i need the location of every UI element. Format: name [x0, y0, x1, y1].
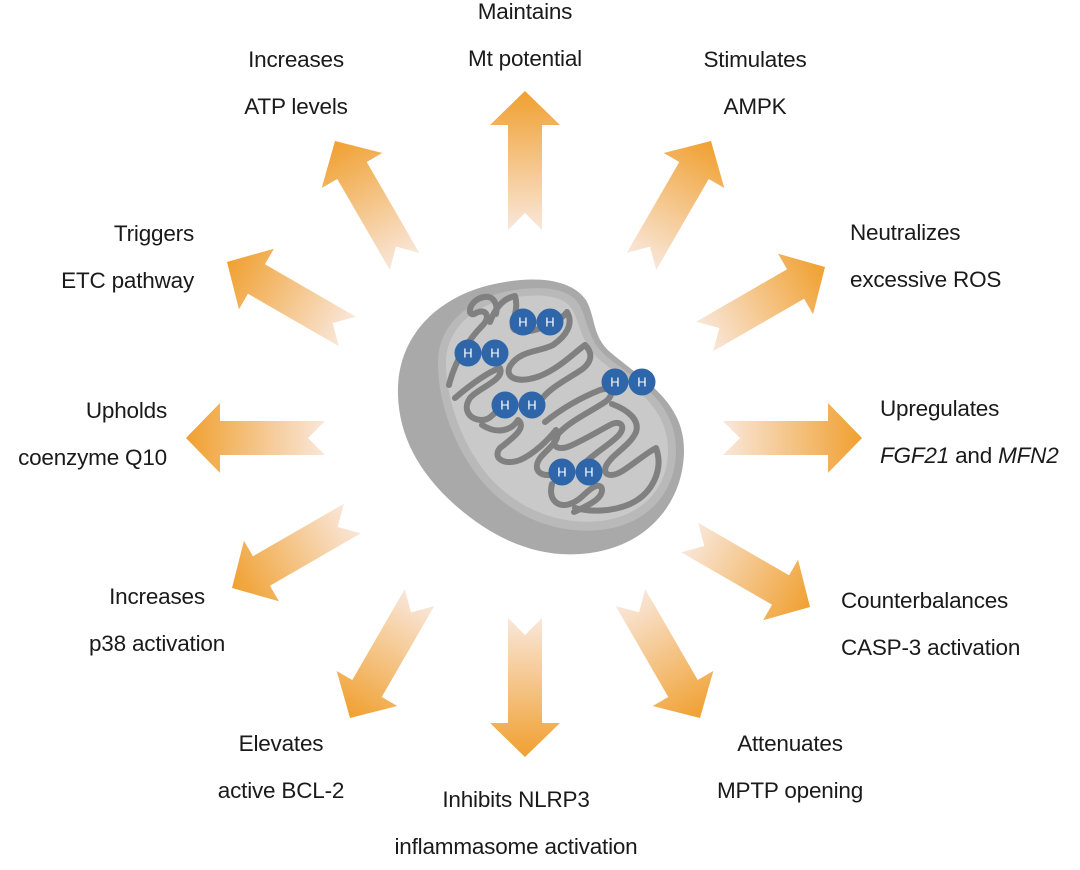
crista: [479, 417, 561, 478]
effect-label-ros: Neutralizes excessive ROS: [850, 209, 1001, 303]
effect-verb: Maintains: [477, 0, 573, 24]
hydrogen-atom: [628, 368, 656, 396]
hydrogen-atom-label: H: [490, 346, 499, 361]
hydrogen-atom-label: H: [584, 465, 593, 480]
effect-verb: Elevates: [238, 731, 324, 756]
hydrogen-atom-label: H: [463, 346, 472, 361]
gene-name-mfn2: MFN2: [998, 443, 1059, 468]
effect-target: coenzyme Q10: [18, 445, 167, 470]
effect-target: Mt potential: [468, 46, 582, 71]
arrow-shape: [681, 522, 810, 621]
arrow-shape: [626, 141, 725, 270]
effect-label-etc: Triggers ETC pathway: [61, 210, 194, 304]
effect-target: AMPK: [723, 94, 787, 119]
effect-label-atp: Increases ATP levels: [244, 36, 348, 130]
arrow-shape: [227, 248, 356, 347]
hydrogen-atom: [548, 458, 576, 486]
effect-verb: Counterbalances: [841, 588, 1009, 613]
hydrogen-atom: [491, 391, 519, 419]
arrow-casp3: [681, 522, 810, 621]
effect-label-ampk: Stimulates AMPK: [703, 36, 806, 130]
arrow-fgf21-mfn2: [723, 403, 862, 473]
arrow-nlrp3: [490, 618, 560, 757]
crista: [542, 386, 626, 469]
hydrogen-atom: [601, 368, 629, 396]
hydrogen-atom-label: H: [518, 315, 527, 330]
arrow-mt-potential: [490, 91, 560, 230]
hydrogen-atom-label: H: [637, 375, 646, 390]
arrow-shape: [490, 91, 560, 230]
arrow-p38: [232, 503, 361, 602]
arrow-etc: [227, 248, 356, 347]
hydrogen-atom-label: H: [500, 398, 509, 413]
crista: [572, 401, 662, 514]
effect-verb: Increases: [248, 47, 344, 72]
arrow-shape: [490, 618, 560, 757]
effect-label-coq10: Upholds coenzyme Q10: [18, 387, 167, 481]
arrow-mptp: [615, 589, 714, 718]
arrow-shape: [321, 141, 420, 270]
effect-target: FGF21 and MFN2: [880, 432, 1059, 479]
effect-label-fgf21-mfn2: Upregulates FGF21 and MFN2: [880, 385, 1059, 479]
effect-verb: Neutralizes: [850, 220, 961, 245]
effect-label-mptp: Attenuates MPTP opening: [717, 720, 863, 814]
hydrogen-atom: [481, 339, 509, 367]
effect-verb: Stimulates: [703, 47, 807, 72]
arrow-atp: [321, 141, 420, 270]
hydrogen-atom: [575, 458, 603, 486]
arrow-bcl2: [336, 589, 435, 718]
hydrogen-atom: [454, 339, 482, 367]
effect-verb: Upholds: [85, 398, 167, 423]
effect-target: active BCL-2: [217, 778, 345, 803]
effect-target: inflammasome activation: [394, 834, 638, 859]
arrow-ampk: [626, 141, 725, 270]
effect-label-p38: Increases p38 activation: [89, 573, 225, 667]
arrow-ros: [696, 253, 825, 352]
arrow-coq10: [186, 403, 325, 473]
effect-target: CASP-3 activation: [841, 635, 1021, 660]
hydrogen-atom-label: H: [610, 375, 619, 390]
effect-label-nlrp3: Inhibits NLRP3 inflammasome activation: [395, 776, 638, 870]
effect-verb: Increases: [109, 584, 205, 609]
effect-label-casp3: Counterbalances CASP-3 activation: [841, 577, 1020, 671]
effect-verb: Upregulates: [880, 396, 1000, 421]
arrow-shape: [723, 403, 862, 473]
hydrogen-atom-label: H: [557, 465, 566, 480]
hydrogen-atom: [536, 308, 564, 336]
arrow-shape: [186, 403, 325, 473]
hydrogen-atom: [509, 308, 537, 336]
effect-verb: Attenuates: [737, 731, 843, 756]
crista: [452, 365, 509, 423]
arrow-shape: [336, 589, 435, 718]
effect-label-bcl2: Elevates active BCL-2: [217, 720, 345, 814]
effect-target: p38 activation: [88, 631, 226, 656]
effect-verb: Triggers: [113, 221, 194, 246]
effect-target: excessive ROS: [850, 267, 1002, 292]
effect-target: ETC pathway: [61, 268, 194, 293]
arrow-shape: [232, 503, 361, 602]
effect-verb: Inhibits NLRP3: [442, 787, 590, 812]
effect-label-mt-potential: Maintains Mt potential: [468, 0, 582, 82]
gene-name-fgf21: FGF21: [880, 443, 950, 468]
hydrogen-atom: [518, 391, 546, 419]
hydrogen-atom-label: H: [527, 398, 536, 413]
conjunction: and: [949, 443, 999, 468]
crista: [548, 481, 605, 515]
hydrogen-atom-label: H: [545, 315, 554, 330]
arrow-shape: [615, 589, 714, 718]
effect-target: MPTP opening: [716, 778, 864, 803]
arrows-group: [186, 91, 862, 757]
arrow-shape: [696, 253, 825, 352]
effect-target: ATP levels: [244, 94, 348, 119]
